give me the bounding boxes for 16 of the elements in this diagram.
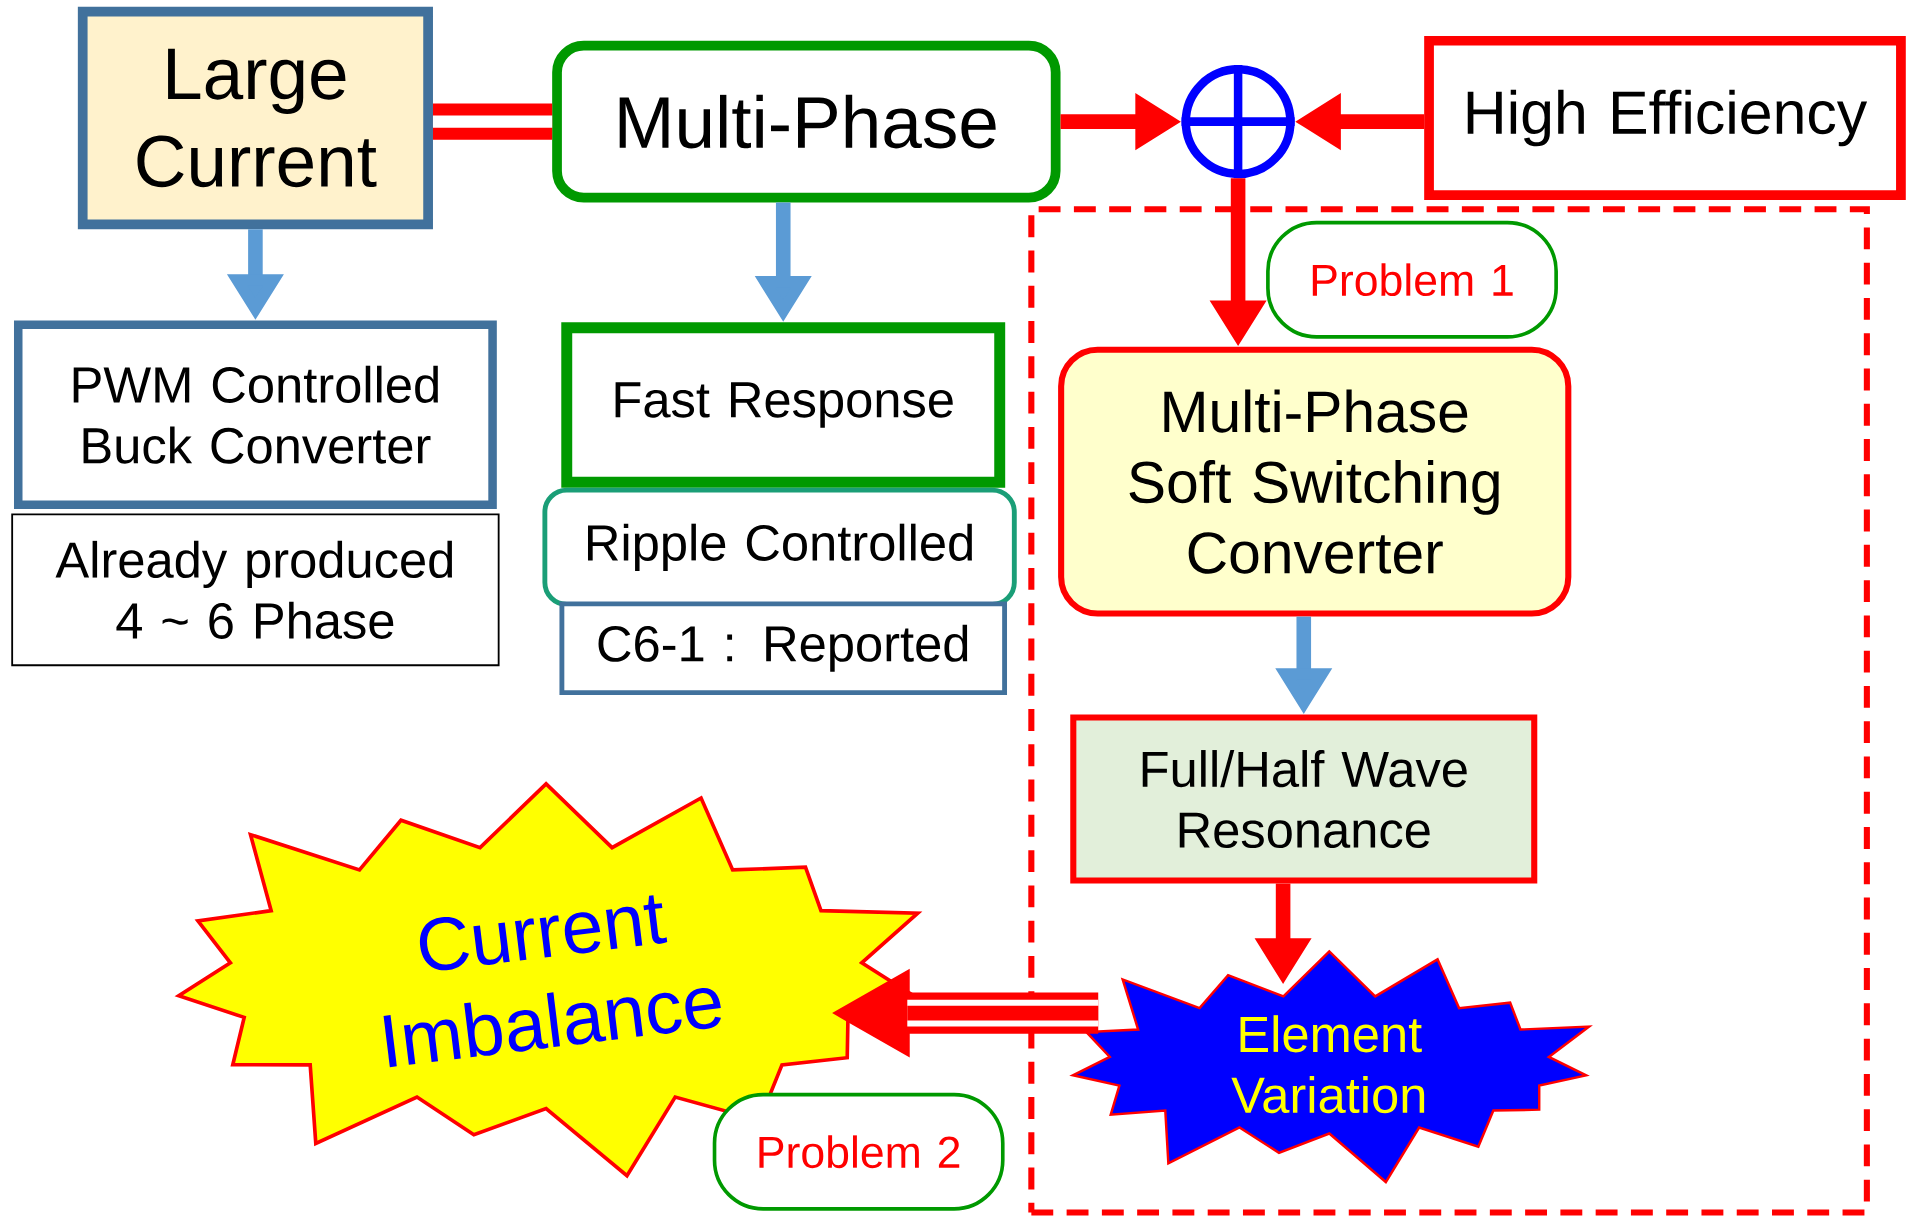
concept-box: Large Current	[77, 6, 433, 230]
report-box: C6-1 : Reported	[559, 601, 1007, 695]
feature-box: Fast Response	[561, 322, 1006, 488]
dashed-frame	[1028, 205, 1870, 1216]
starburst: Element Variation	[1069, 949, 1593, 1184]
feature-box: Ripple Controlled	[542, 487, 1017, 607]
summing-junction	[1181, 64, 1295, 178]
converter-box: Multi-Phase Soft Switching Converter	[1058, 346, 1572, 617]
concept-box: High Efficiency	[1424, 35, 1906, 200]
double-line	[432, 103, 553, 140]
problem-badge: Problem 2	[712, 1092, 1005, 1211]
problem-badge: Problem 1	[1266, 220, 1558, 339]
note-box: Already produced 4 ~ 6 Phase	[11, 513, 500, 666]
converter-box: PWM Controlled Buck Converter	[14, 320, 497, 509]
concept-box: Multi-Phase	[552, 40, 1061, 203]
resonance-box: Full/Half Wave Resonance	[1070, 714, 1538, 884]
